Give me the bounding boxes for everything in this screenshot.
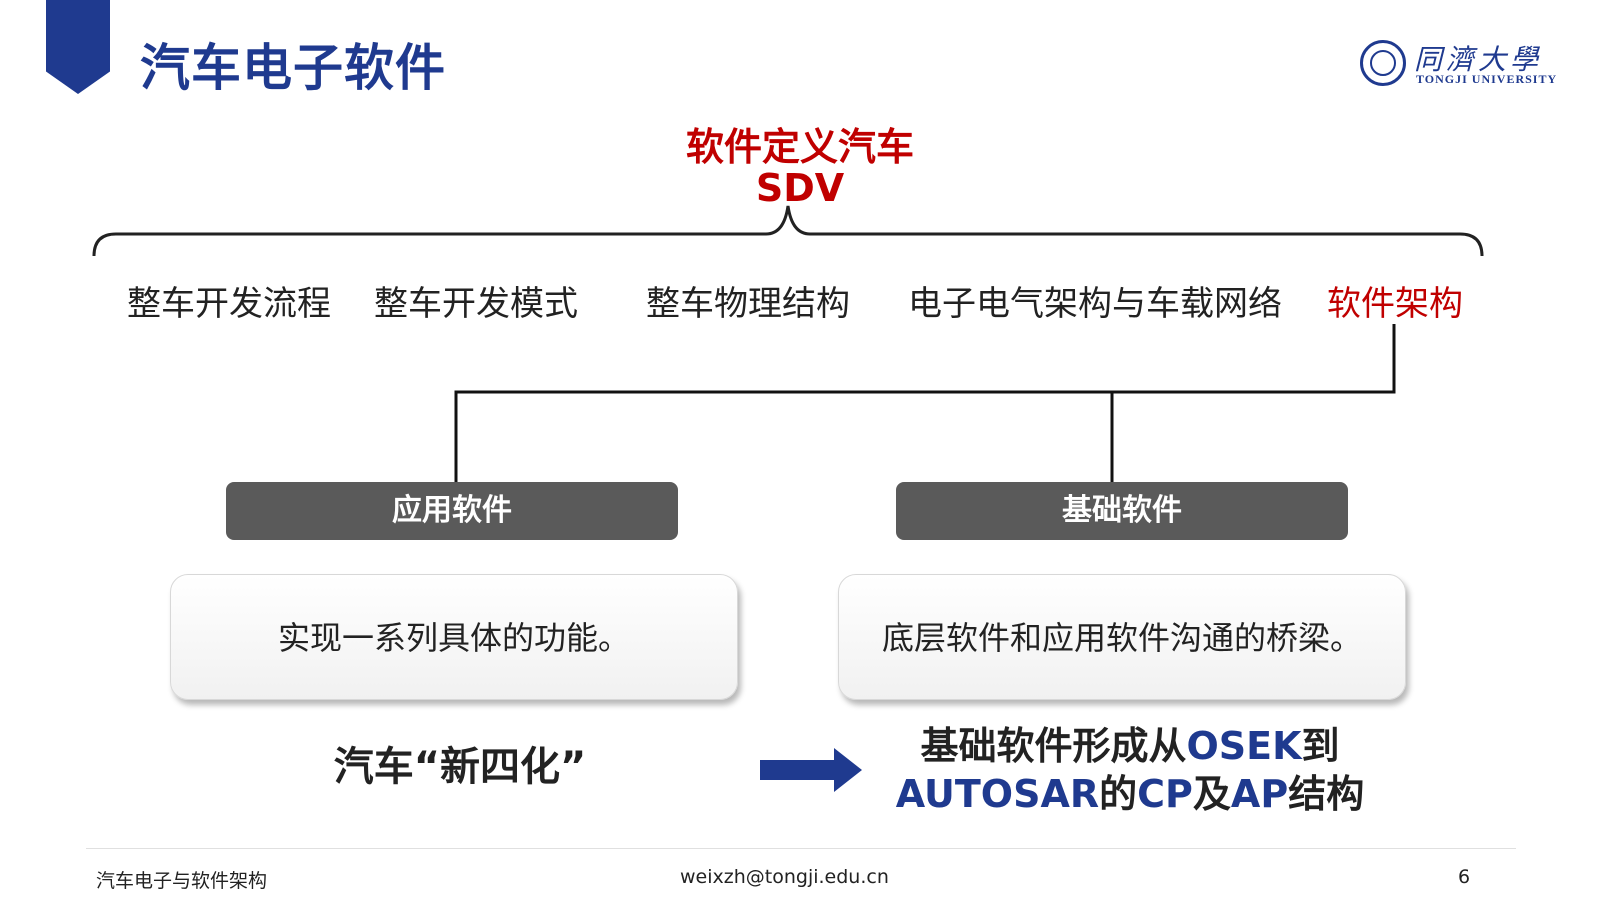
sdv-title-en: SDV bbox=[755, 166, 845, 210]
university-seal-icon bbox=[1360, 40, 1406, 86]
result-autosar: AUTOSAR bbox=[895, 772, 1100, 816]
curly-brace bbox=[92, 205, 1484, 257]
basic-software-description: 底层软件和应用软件沟通的桥梁。 bbox=[838, 574, 1406, 700]
category-vehicle-physical-structure: 整车物理结构 bbox=[646, 284, 850, 324]
page-number: 6 bbox=[1458, 866, 1471, 888]
result-cp: CP bbox=[1137, 772, 1193, 816]
result-text: 及 bbox=[1192, 772, 1231, 816]
category-software-architecture: 软件架构 bbox=[1327, 284, 1463, 324]
corner-ribbon bbox=[46, 0, 110, 94]
four-modernizations-label: 汽车“新四化” bbox=[333, 744, 587, 790]
result-text: 基础软件形成从 bbox=[920, 724, 1187, 768]
logo-english-name: TONGJI UNIVERSITY bbox=[1416, 72, 1558, 86]
footer-divider bbox=[86, 848, 1516, 849]
application-software-description: 实现一系列具体的功能。 bbox=[170, 574, 738, 700]
logo-chinese-name: 同濟大學 bbox=[1414, 43, 1543, 76]
tongji-logo: 同濟大學 TONGJI UNIVERSITY bbox=[1360, 38, 1570, 94]
category-vehicle-dev-mode: 整车开发模式 bbox=[374, 284, 578, 324]
application-software-label: 应用软件 bbox=[226, 482, 678, 540]
result-osek: OSEK bbox=[1186, 724, 1302, 768]
basic-software-label: 基础软件 bbox=[896, 482, 1348, 540]
right-arrow-icon bbox=[760, 748, 862, 792]
slide-title: 汽车电子软件 bbox=[140, 39, 446, 97]
category-vehicle-dev-process: 整车开发流程 bbox=[127, 284, 331, 324]
result-ap: AP bbox=[1230, 772, 1289, 816]
footer-email: weixzh@tongji.edu.cn bbox=[680, 866, 889, 888]
result-text: 的 bbox=[1099, 772, 1138, 816]
footer-course-name: 汽车电子与软件架构 bbox=[96, 870, 268, 892]
result-text: 到 bbox=[1301, 724, 1340, 768]
basic-software-evolution: 基础软件形成从OSEK到 AUTOSAR的CP及AP结构 bbox=[880, 722, 1380, 818]
sdv-title-cn: 软件定义汽车 bbox=[685, 125, 914, 169]
category-ee-architecture: 电子电气架构与车载网络 bbox=[908, 284, 1282, 324]
result-text: 结构 bbox=[1288, 772, 1365, 816]
